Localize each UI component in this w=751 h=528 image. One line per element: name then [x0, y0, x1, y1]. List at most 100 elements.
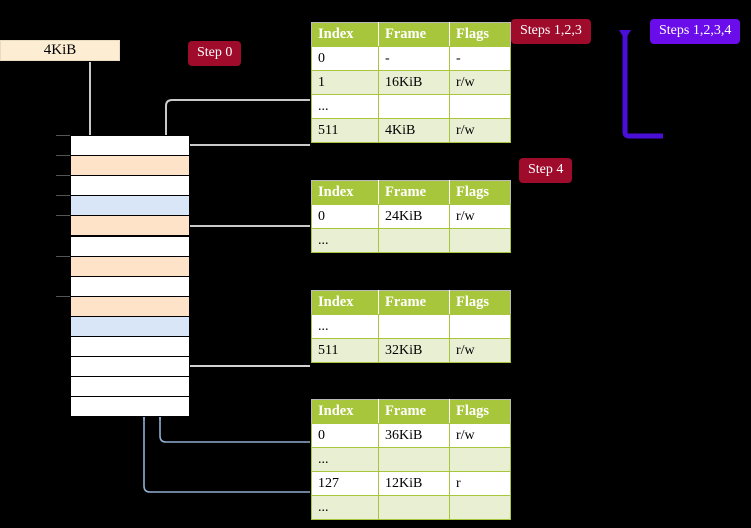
- memory-tick-mark: [56, 215, 70, 217]
- memory-block: [70, 155, 190, 177]
- table-cell: 1: [311, 70, 379, 95]
- column-header-flags: Flags: [449, 290, 511, 315]
- memory-block: [70, 356, 190, 378]
- memory-block: [70, 135, 190, 157]
- table-cell: 32KiB: [378, 338, 450, 363]
- column-header-frame: Frame: [378, 22, 450, 47]
- memory-block: [70, 195, 190, 217]
- table-row: ...: [311, 94, 511, 119]
- table-cell: [378, 314, 450, 339]
- table-cell: 4KiB: [378, 118, 450, 143]
- column-header-frame: Frame: [378, 290, 450, 315]
- column-header-flags: Flags: [449, 180, 511, 205]
- table-cell: [378, 447, 450, 472]
- table-cell: r/w: [449, 423, 511, 448]
- badge-steps-123-label: Steps 1,2,3: [520, 23, 582, 38]
- size-box-label: 4KiB: [43, 42, 77, 58]
- memory-block: [70, 336, 190, 358]
- table-cell: 0: [311, 204, 379, 229]
- memory-tick-mark: [56, 175, 70, 177]
- table-cell: 24KiB: [378, 204, 450, 229]
- table-cell: ...: [311, 94, 379, 119]
- table-cell: 511: [311, 118, 379, 143]
- table-cell: r/w: [449, 70, 511, 95]
- table-cell: 12KiB: [378, 471, 450, 496]
- size-box-4kib: 4KiB: [0, 40, 120, 61]
- badge-steps-123: Steps 1,2,3: [511, 19, 591, 44]
- table-cell: [378, 94, 450, 119]
- table-cell: 36KiB: [378, 423, 450, 448]
- table-row: ...: [311, 228, 511, 253]
- memory-block: [70, 275, 190, 297]
- column-header-index: Index: [311, 22, 379, 47]
- column-header-index: Index: [311, 180, 379, 205]
- memory-tick-mark: [56, 195, 70, 197]
- memory-block: [70, 315, 190, 337]
- column-header-index: Index: [311, 399, 379, 424]
- memory-block: [70, 235, 190, 257]
- table-row: ...: [311, 447, 511, 472]
- table-cell: r/w: [449, 338, 511, 363]
- table-cell: [449, 447, 511, 472]
- badge-step-4: Step 4: [519, 158, 573, 183]
- memory-tick-mark: [56, 255, 70, 257]
- table-cell: 0: [311, 46, 379, 71]
- table-cell: [378, 495, 450, 520]
- memory-block: [70, 255, 190, 277]
- column-header-frame: Frame: [378, 399, 450, 424]
- table-cell: ...: [311, 447, 379, 472]
- column-header-frame: Frame: [378, 180, 450, 205]
- badge-steps-1234: Steps 1,2,3,4: [650, 19, 741, 44]
- memory-block: [70, 175, 190, 197]
- table-cell: 511: [311, 338, 379, 363]
- table-cell: -: [449, 46, 511, 71]
- table-cell: r: [449, 471, 511, 496]
- column-header-index: Index: [311, 290, 379, 315]
- table-cell: ...: [311, 228, 379, 253]
- table-cell: [378, 228, 450, 253]
- table-cell: 16KiB: [378, 70, 450, 95]
- memory-block: [70, 396, 190, 418]
- table-cell: r/w: [449, 204, 511, 229]
- table-cell: [449, 94, 511, 119]
- memory-tick-mark: [56, 135, 70, 136]
- badge-step-0-label: Step 0: [197, 45, 233, 60]
- table-cell: ...: [311, 314, 379, 339]
- table-cell: ...: [311, 495, 379, 520]
- badge-step-4-label: Step 4: [528, 162, 564, 177]
- memory-column: [56, 135, 190, 418]
- table-cell: [449, 228, 511, 253]
- table-row: 0--: [311, 46, 511, 71]
- table-cell: -: [378, 46, 450, 71]
- table-cell: 0: [311, 423, 379, 448]
- table-row: ...: [311, 314, 511, 339]
- table-cell: r/w: [449, 118, 511, 143]
- column-header-flags: Flags: [449, 399, 511, 424]
- badge-step-0: Step 0: [188, 41, 242, 66]
- table-cell: [449, 314, 511, 339]
- memory-block: [70, 215, 190, 237]
- memory-block: [70, 376, 190, 398]
- column-header-flags: Flags: [449, 22, 511, 47]
- badge-steps-1234-label: Steps 1,2,3,4: [659, 23, 732, 38]
- table-cell: 127: [311, 471, 379, 496]
- memory-tick-mark: [56, 155, 70, 157]
- table-row: ...: [311, 495, 511, 520]
- table-cell: [449, 495, 511, 520]
- memory-block: [70, 295, 190, 317]
